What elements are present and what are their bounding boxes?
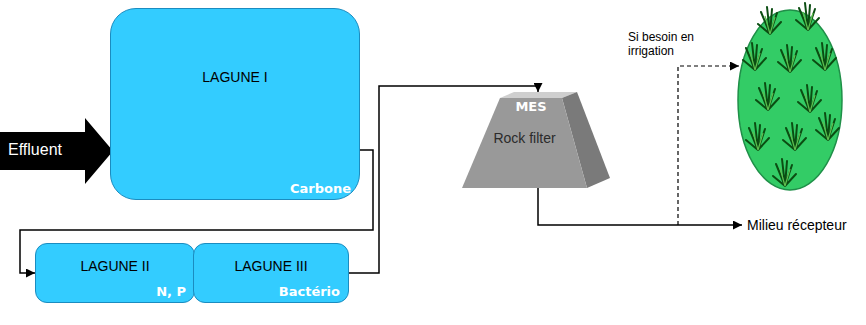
filter-title: Rock filter xyxy=(462,130,587,146)
filter-target: MES xyxy=(500,100,562,115)
effluent-arrow: Effluent xyxy=(0,118,113,184)
irrigation-note: Si besoin en irrigation xyxy=(628,30,710,59)
lagoon-title: LAGUNE II xyxy=(36,258,194,274)
lagoon-title: LAGUNE I xyxy=(111,69,359,85)
irrigation-line xyxy=(678,66,739,225)
irrigation-field xyxy=(738,10,842,190)
receiving-water-label: Milieu récepteur xyxy=(747,217,862,234)
lagoon-role: N, P xyxy=(156,285,186,300)
lagoon-role: Bactério xyxy=(279,285,340,300)
lagoon-title: LAGUNE III xyxy=(194,258,348,274)
inflow-label: Effluent xyxy=(8,141,62,159)
arrow-body xyxy=(0,118,113,184)
outflow-line xyxy=(538,188,742,225)
reed-plants xyxy=(743,3,839,186)
lagoon-role: Carbone xyxy=(290,182,351,197)
lagoon-box: LAGUNE I Carbone xyxy=(110,8,360,200)
lagoon-box: LAGUNE III Bactério xyxy=(193,243,349,303)
rock-filter: MES Rock filter xyxy=(462,92,612,188)
filter-front-face xyxy=(462,98,587,188)
lagoon-box: LAGUNE II N, P xyxy=(35,243,195,303)
